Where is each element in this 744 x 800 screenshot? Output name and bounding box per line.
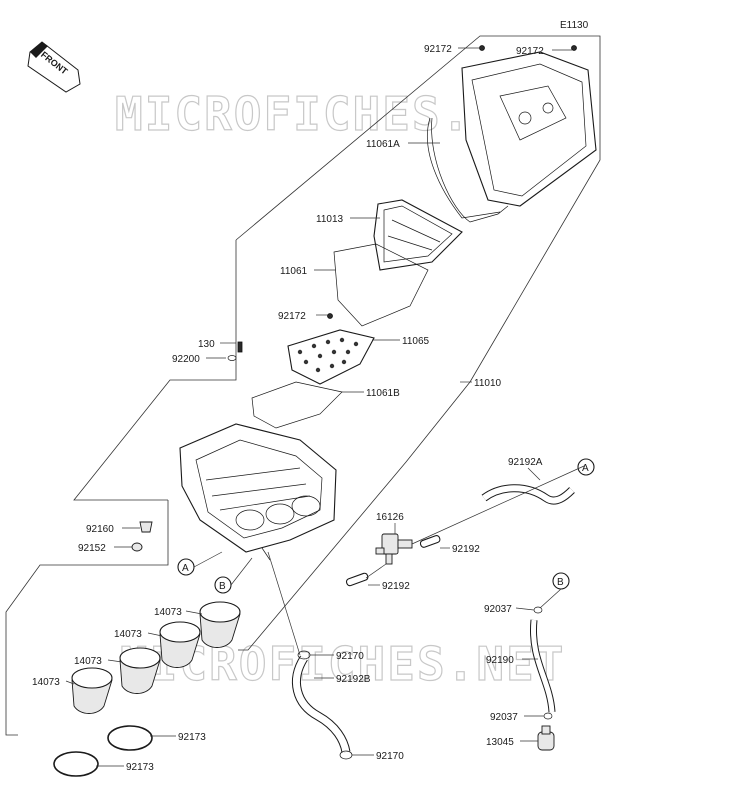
bolt-130 <box>237 341 243 353</box>
callout-a-right: A <box>577 458 595 476</box>
clamp-92037-lower <box>543 712 553 720</box>
part-label: 16126 <box>376 512 404 523</box>
diagram-code: E1130 <box>560 20 589 31</box>
funnel-14073-4 <box>71 667 113 714</box>
plate-11065 <box>287 329 375 385</box>
front-arrow-icon: FRONT <box>27 41 81 93</box>
part-label: 92173 <box>178 732 206 743</box>
gasket-11061b <box>251 381 343 429</box>
part-label: 92170 <box>336 651 364 662</box>
part-label: 14073 <box>154 607 182 618</box>
cap-13045 <box>537 725 555 751</box>
frame-left-bracket <box>73 240 237 501</box>
part-label: 92200 <box>172 354 200 365</box>
part-label: 11061B <box>366 388 400 399</box>
part-label: 130 <box>198 339 215 350</box>
part-label: 92172 <box>516 46 544 57</box>
part-label: 92173 <box>126 762 154 773</box>
part-label: 92192A <box>508 457 543 468</box>
funnel-14073-2 <box>159 621 201 668</box>
clamp-92170-lower <box>339 750 353 760</box>
part-label: 13045 <box>486 737 514 748</box>
hose-92190-inner <box>530 619 555 713</box>
part-label: 92160 <box>86 524 114 535</box>
air-filter-element <box>373 199 463 271</box>
part-label: 92172 <box>424 44 452 55</box>
part-label: 92152 <box>78 543 106 554</box>
valve-16126 <box>375 533 413 565</box>
part-label: 92037 <box>484 604 512 615</box>
part-label: 92170 <box>376 751 404 762</box>
part-label: 92190 <box>486 655 514 666</box>
washer-92200 <box>227 355 237 361</box>
funnel-14073-3 <box>119 647 161 694</box>
screw-92172-b <box>571 45 577 51</box>
funnel-14073-1 <box>199 601 241 648</box>
air-cleaner-cover <box>427 51 597 219</box>
part-label: 11061 <box>280 266 308 277</box>
screw-92172-a <box>479 45 485 51</box>
callout-b-left: B <box>214 576 232 594</box>
part-label: 11065 <box>402 336 430 347</box>
gasket-11061 <box>333 243 429 327</box>
part-label: 11010 <box>474 378 502 389</box>
hose-92192a-inner <box>482 485 575 504</box>
clamp-92037-upper <box>533 606 543 614</box>
part-label: 14073 <box>74 656 102 667</box>
part-labels: 92172 92172 11061A 11013 11061 92172 110… <box>32 44 544 773</box>
part-label: 92192 <box>382 581 410 592</box>
hose-92192-lower <box>345 572 369 587</box>
part-label: 92172 <box>278 311 306 322</box>
screw-92172-c <box>327 313 333 319</box>
svg-text:A: A <box>582 463 589 474</box>
frame-lower <box>5 500 169 736</box>
svg-text:A: A <box>182 563 189 574</box>
clamp-92173-lower <box>53 751 99 777</box>
hose-92192-upper <box>419 535 441 548</box>
part-label: 11061A <box>366 139 400 150</box>
leader-lines <box>65 47 585 767</box>
clamp-92173-upper <box>107 725 153 751</box>
part-label: 11013 <box>316 214 344 225</box>
callout-a-left: A <box>177 558 195 576</box>
damper-92160 <box>139 521 153 533</box>
part-label: 14073 <box>114 629 142 640</box>
part-label: 92192B <box>336 674 371 685</box>
svg-text:B: B <box>557 577 564 588</box>
callout-b-right: B <box>552 572 570 590</box>
part-label: 92037 <box>490 712 518 723</box>
collar-92152 <box>131 542 143 552</box>
cover-gasket <box>431 117 509 223</box>
part-label: 14073 <box>32 677 60 688</box>
air-box-housing <box>179 423 337 561</box>
part-label: 92192 <box>452 544 480 555</box>
hose-92192b-inner <box>293 656 350 753</box>
svg-text:B: B <box>219 581 226 592</box>
frame-upper <box>235 35 601 651</box>
